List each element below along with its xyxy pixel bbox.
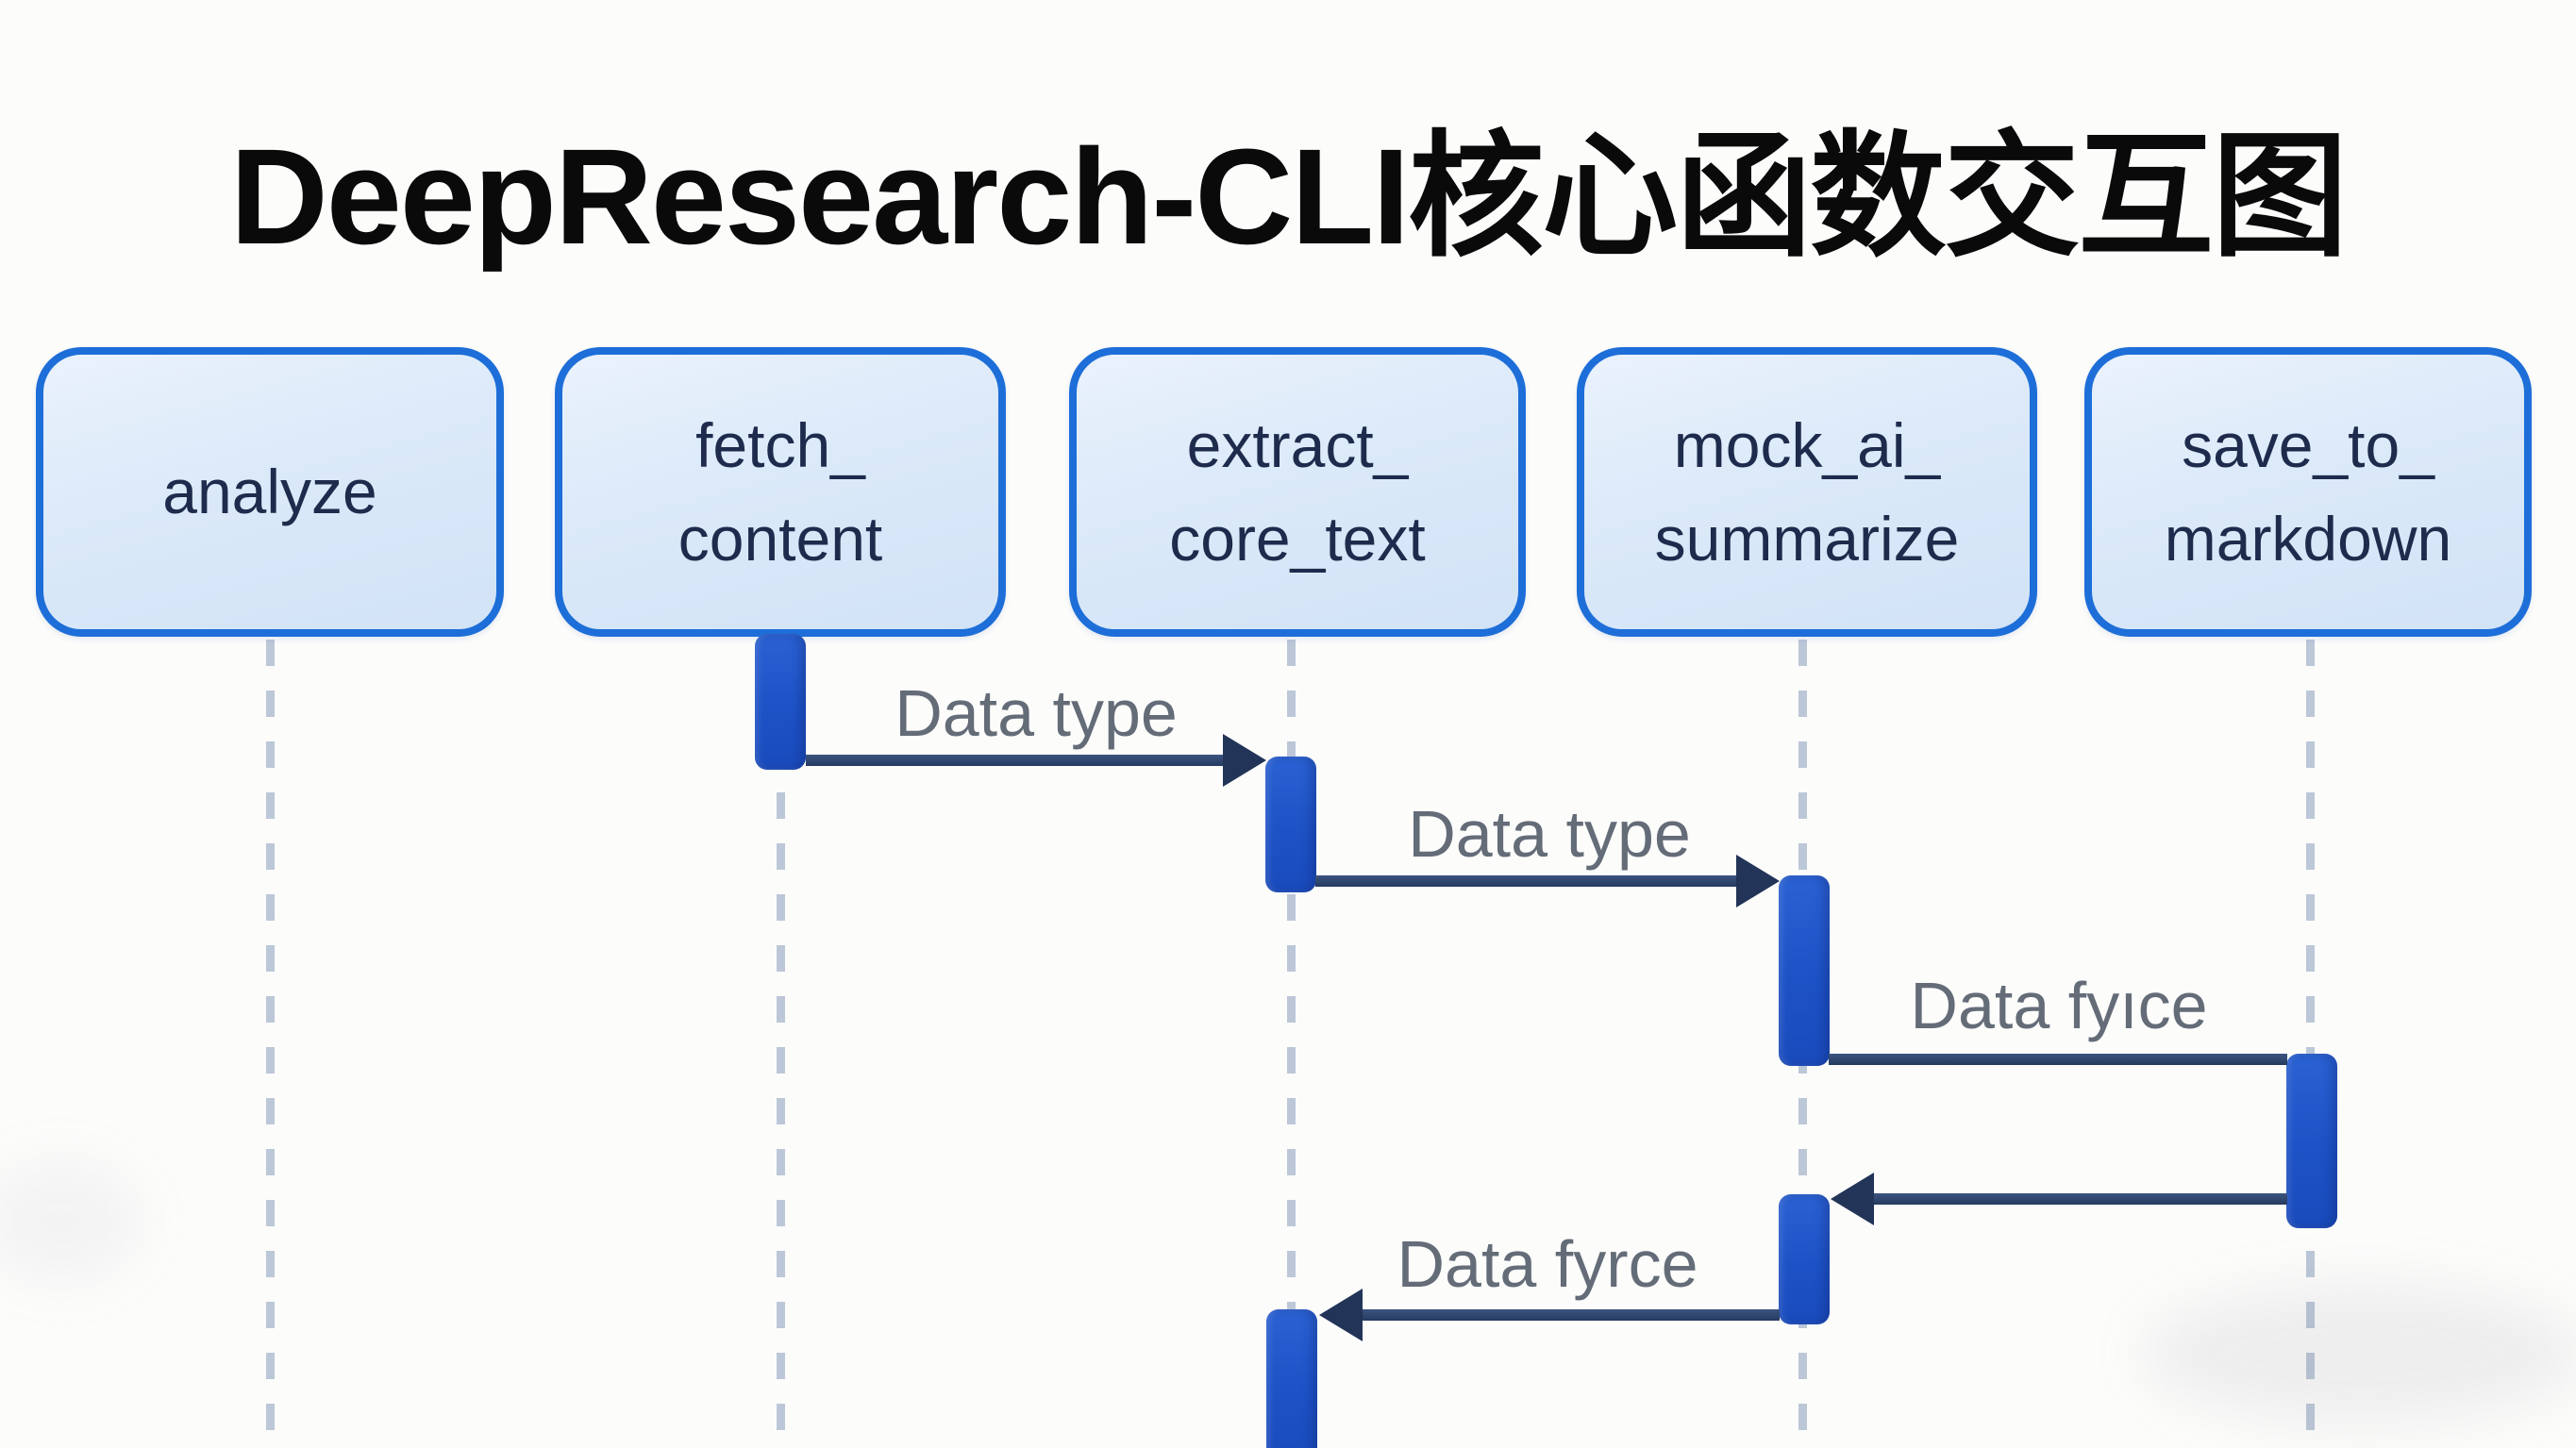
participant-label: extract_ (1186, 409, 1409, 480)
activation-extract-core-text-1 (1265, 757, 1316, 892)
participant-label: content (677, 503, 883, 574)
lifeline-extract-core-text (1287, 640, 1296, 1448)
message-line (806, 755, 1227, 766)
participant-label: fetch_ (695, 409, 865, 480)
message-label: Data fyrce (1397, 1227, 1698, 1301)
arrowhead-left-icon (1831, 1173, 1874, 1225)
activation-mock-ai-summarize-2 (1779, 1194, 1830, 1324)
lifeline-analyze (266, 640, 275, 1448)
message-label: Data type (895, 676, 1178, 750)
watermark-smudge (2142, 1283, 2576, 1424)
activation-fetch-content (755, 634, 806, 770)
message-label: Data type (1408, 797, 1691, 871)
message-line (1871, 1193, 2287, 1205)
activation-save-to-markdown (2286, 1054, 2337, 1228)
lifeline-fetch-content (777, 640, 785, 1448)
arrowhead-right-icon (1736, 855, 1780, 907)
participant-box-extract-core-text: extract_ core_text (1069, 347, 1526, 637)
arrowhead-right-icon (1223, 734, 1266, 787)
participant-label: core_text (1169, 503, 1426, 574)
message-line (1359, 1309, 1780, 1321)
activation-extract-core-text-2 (1266, 1309, 1317, 1448)
diagram-title: DeepResearch-CLI核心函数交互图 (229, 121, 2348, 273)
activation-mock-ai-summarize-1 (1779, 875, 1830, 1066)
participant-label: summarize (1654, 503, 1960, 574)
arrowhead-left-icon (1319, 1289, 1363, 1341)
participant-box-analyze: analyze (36, 347, 504, 637)
lifeline-save-to-markdown (2306, 640, 2315, 1448)
participant-box-fetch-content: fetch_ content (555, 347, 1006, 637)
message-line (1315, 875, 1740, 887)
message-line (1829, 1054, 2287, 1065)
participant-label: save_to_ (2182, 409, 2434, 480)
watermark-smudge (0, 1160, 142, 1283)
participant-box-save-to-markdown: save_to_ markdown (2084, 347, 2532, 637)
participant-label: markdown (2164, 503, 2452, 574)
message-label: Data fyıce (1910, 969, 2208, 1042)
participant-box-mock-ai-summarize: mock_ai_ summarize (1577, 347, 2037, 637)
participant-label: mock_ai_ (1673, 409, 1941, 480)
participant-label: analyze (162, 457, 377, 526)
